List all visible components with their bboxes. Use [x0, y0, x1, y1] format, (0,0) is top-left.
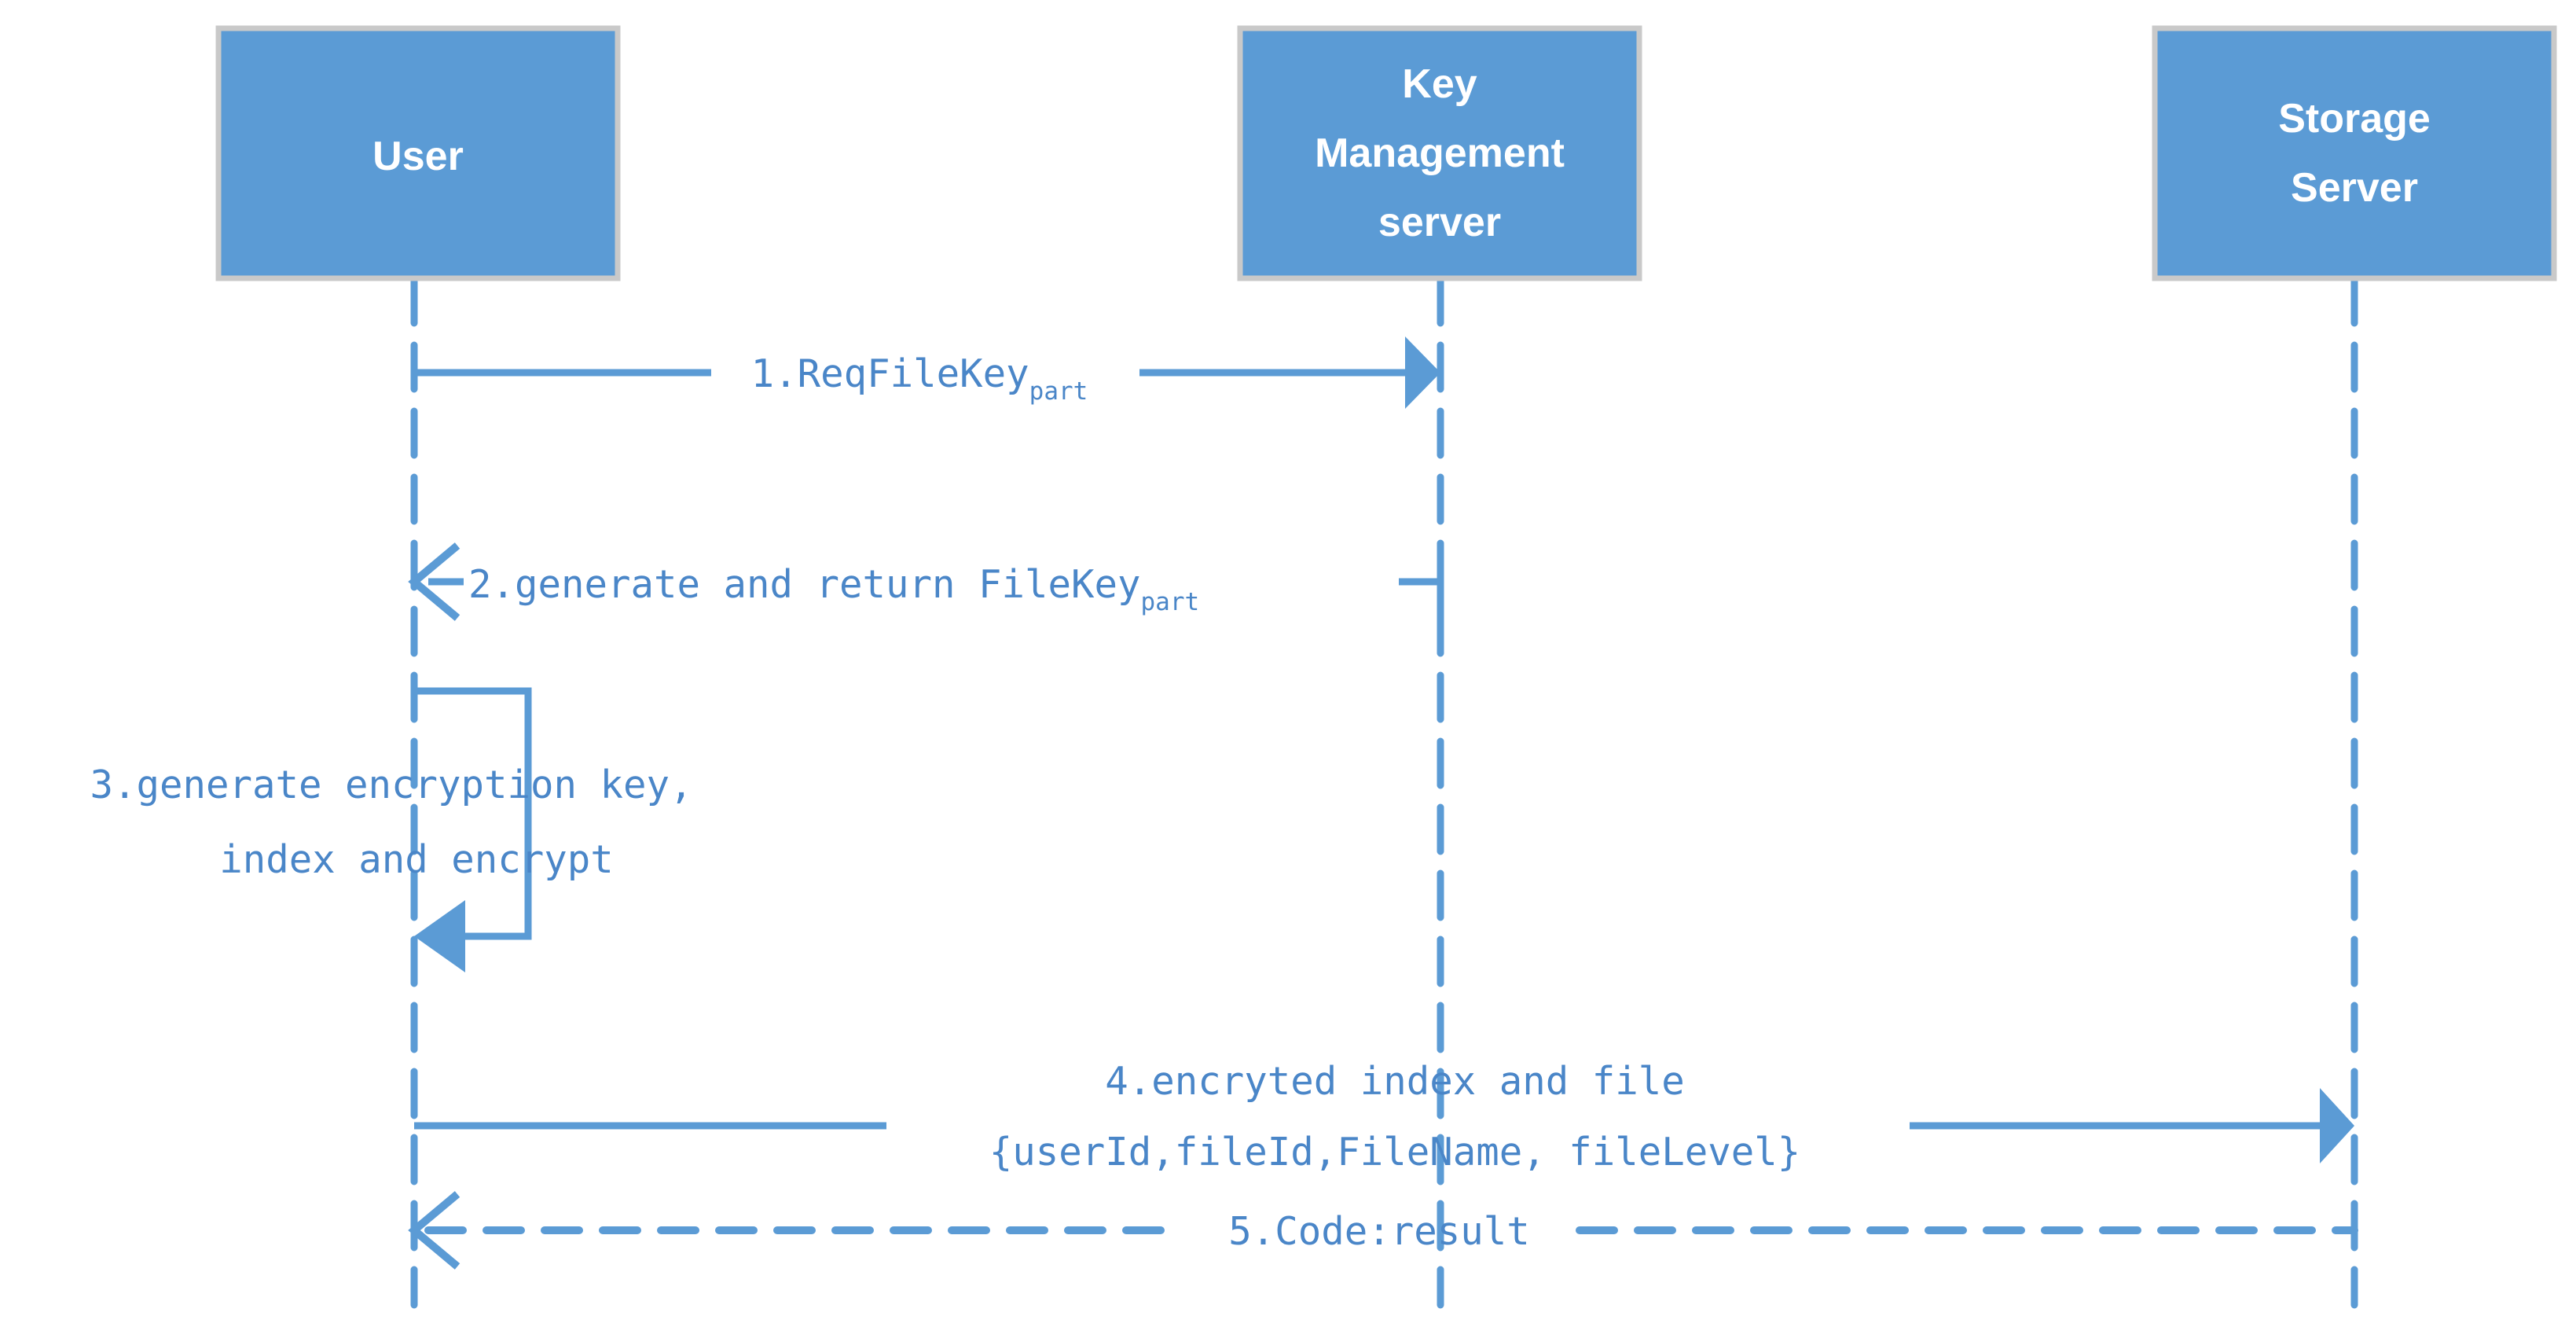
- message-4-arrowhead: [2320, 1088, 2354, 1163]
- message-3[interactable]: 3.generate encryption key, index and enc…: [90, 687, 693, 972]
- actor-box-key-management-server[interactable]: Key Management server: [1237, 25, 1642, 281]
- message-4[interactable]: 4.encryted index and file {userId,fileId…: [414, 1059, 2354, 1174]
- message-4-label-line2: {userId,fileId,FileName, fileLevel}: [989, 1130, 1801, 1174]
- message-2-label: 2.generate and return FileKeypart: [468, 562, 1199, 616]
- actor-box-kms-label-line1: Key: [1402, 61, 1477, 107]
- message-3-label-line2: index and encrypt: [219, 837, 614, 882]
- actor-box-user[interactable]: User: [215, 25, 621, 281]
- message-2[interactable]: 2.generate and return FileKeypart: [408, 539, 1444, 626]
- message-1-label: 1.ReqFileKeypart: [751, 351, 1088, 406]
- actor-box-kms-label-line2: Management: [1315, 130, 1565, 176]
- actor-box-storage-label-line2: Server: [2291, 165, 2418, 211]
- actor-box-kms-label-line3: server: [1378, 200, 1501, 245]
- actor-box-kms-rect: [1237, 25, 1642, 281]
- message-1-arrowhead: [1405, 336, 1440, 409]
- actor-box-storage-server[interactable]: Storage Server: [2152, 25, 2557, 281]
- message-2-label-backdrop: [464, 539, 1399, 626]
- message-1[interactable]: 1.ReqFileKeypart: [414, 336, 1440, 409]
- message-4-label-line1: 4.encryted index and file: [1105, 1059, 1685, 1104]
- message-5[interactable]: 5.Code:result: [408, 1191, 2358, 1270]
- actor-box-storage-rect: [2152, 25, 2557, 281]
- actor-box-storage-label-line1: Storage: [2278, 96, 2431, 142]
- message-5-arrowhead: [408, 1191, 461, 1270]
- message-5-label: 5.Code:result: [1228, 1209, 1530, 1254]
- message-3-selfloop-path: [414, 687, 532, 940]
- actor-box-user-label: User: [372, 134, 464, 179]
- actor-box-user-rect: [215, 25, 621, 281]
- message-2-arrowhead: [408, 542, 461, 621]
- message-3-label-line1: 3.generate encryption key,: [90, 763, 692, 807]
- message-3-arrowhead: [414, 900, 465, 972]
